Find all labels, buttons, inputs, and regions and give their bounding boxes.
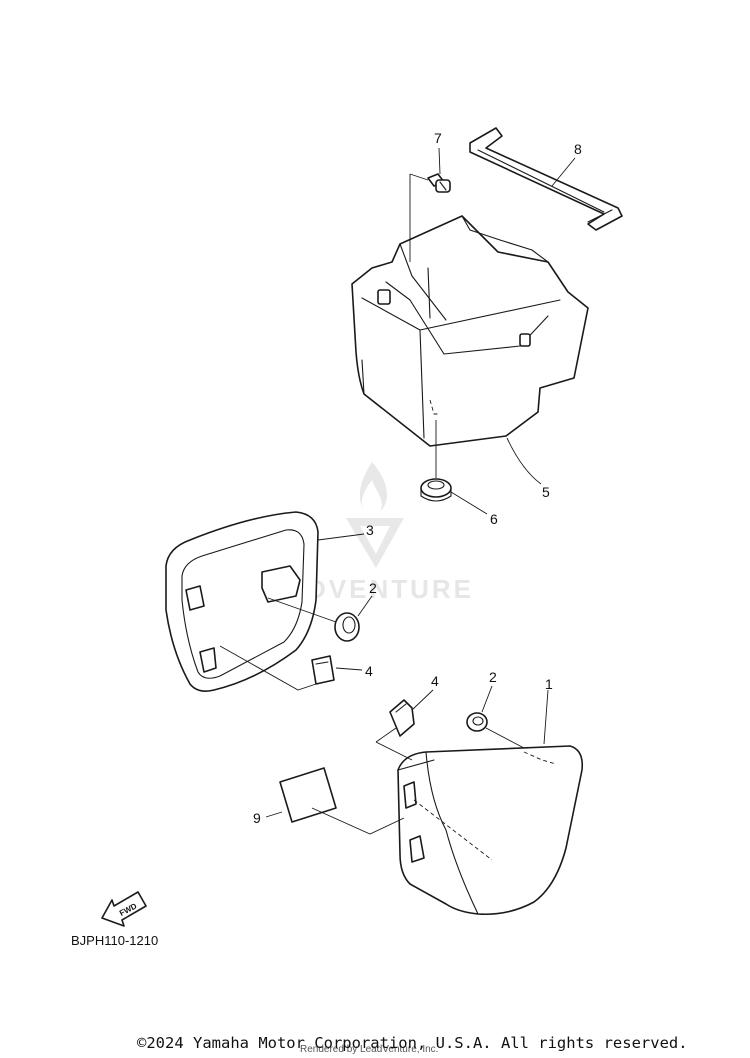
diagram-code: BJPH110-1210 <box>71 933 159 948</box>
rendered-by-text: Rendered by LeadVenture, Inc. <box>300 1044 439 1055</box>
callout-1: 1 <box>545 676 553 692</box>
callout-2-left: 2 <box>369 580 377 596</box>
callout-4-left: 4 <box>365 663 373 679</box>
callout-numbers: 7 8 5 6 3 2 4 4 2 1 9 <box>253 130 582 826</box>
callout-4-right: 4 <box>431 673 439 689</box>
damper[interactable] <box>420 478 452 502</box>
callout-5: 5 <box>542 484 550 500</box>
cover-inner-hidden-line <box>413 799 493 861</box>
fwd-arrow-icon: FWD <box>101 891 147 927</box>
side-cover-2[interactable] <box>165 511 319 692</box>
callout-8: 8 <box>574 141 582 157</box>
clip-left[interactable] <box>311 655 335 685</box>
caution-label[interactable] <box>279 767 337 823</box>
box-mount-hidden-line <box>429 399 440 415</box>
clip-right[interactable] <box>389 699 415 737</box>
watermark-chevron-icon <box>346 518 404 568</box>
battery-box[interactable] <box>351 215 589 447</box>
callout-3: 3 <box>366 522 374 538</box>
callout-2-right: 2 <box>489 669 497 685</box>
callout-7: 7 <box>434 130 442 146</box>
grommet-left[interactable] <box>334 612 360 642</box>
battery-band[interactable] <box>469 127 623 231</box>
leader-lines <box>219 147 576 835</box>
side-cover-1[interactable] <box>397 745 584 916</box>
bolt[interactable] <box>427 173 451 193</box>
watermark-flame-icon <box>359 462 387 512</box>
copyright-text: ©2024 Yamaha Motor Corporation, U.S.A. A… <box>137 1034 688 1052</box>
callout-9: 9 <box>253 810 261 826</box>
cover-mount-hidden-line <box>523 751 557 765</box>
grommet-right[interactable] <box>466 712 488 732</box>
callout-6: 6 <box>490 511 498 527</box>
